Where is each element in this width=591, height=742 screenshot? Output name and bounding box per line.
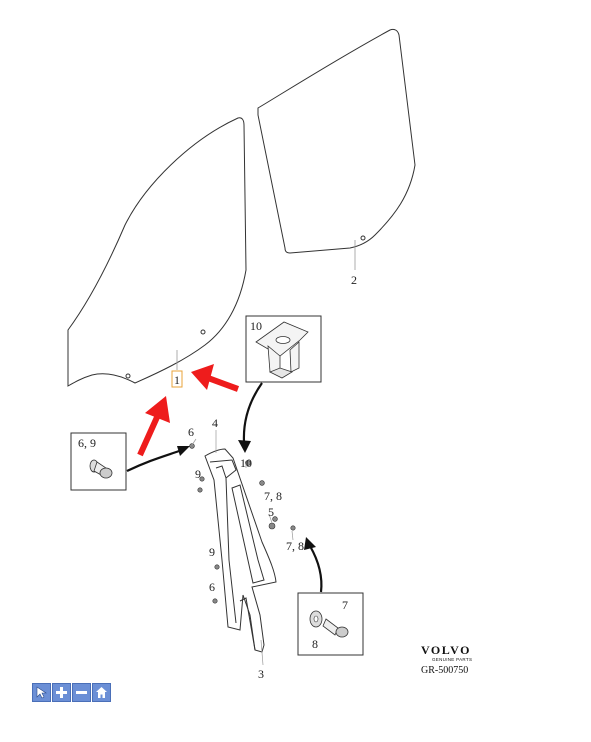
- callout-clip-label: 10: [250, 319, 262, 333]
- brand-logo: VOLVO GENUINE PARTS: [421, 643, 472, 662]
- brand-subtitle: GENUINE PARTS: [432, 657, 472, 662]
- part-label-1: 1: [174, 373, 180, 387]
- hardware-screws: [189, 443, 296, 604]
- part-label-3: 3: [258, 667, 264, 681]
- zoom-out-icon: [76, 691, 87, 694]
- brand-name: VOLVO: [421, 643, 471, 657]
- window-channel-assembly: [204, 448, 277, 653]
- zoom-in-button[interactable]: [52, 683, 71, 702]
- rear-quarter-glass: [257, 28, 416, 254]
- clip-icon: [255, 321, 309, 379]
- part-label-2: 2: [351, 273, 357, 287]
- highlight-arrow-right: [191, 364, 240, 392]
- part-label-10-main: 10: [240, 456, 252, 470]
- leader-lines: [191, 430, 294, 666]
- callout-arrowhead-washer: [304, 537, 316, 550]
- viewer-toolbar: [32, 683, 111, 702]
- callout-bolt-label: 6, 9: [78, 436, 96, 450]
- zoom-out-button[interactable]: [72, 683, 91, 702]
- part-label-9-top: 9: [195, 467, 201, 481]
- callout-arrowhead-bolt: [177, 446, 190, 456]
- front-door-glass: [67, 117, 247, 387]
- diagram-reference: GR-500750: [421, 665, 468, 676]
- washer-icon: [309, 610, 323, 628]
- callout-arrowhead-clip: [238, 440, 251, 453]
- part-label-6-bottom: 6: [209, 580, 215, 594]
- callout-clip-box: 10: [245, 315, 322, 383]
- bolt-icon: [89, 459, 113, 479]
- callout-arrow-washer: [309, 545, 323, 593]
- highlight-arrow-up: [137, 396, 170, 457]
- part-label-6-top: 6: [188, 425, 194, 439]
- part-label-78-top: 7, 8: [264, 489, 282, 503]
- callout-bolt-box: 6, 9: [70, 432, 127, 491]
- home-icon: [96, 687, 107, 698]
- callout-label-7: 7: [342, 598, 348, 612]
- pointer-button[interactable]: [32, 683, 51, 702]
- callout-arrow-clip: [242, 382, 263, 443]
- part-label-5: 5: [268, 505, 274, 519]
- callout-label-8: 8: [312, 637, 318, 651]
- part-1-highlight-box: [171, 370, 183, 388]
- home-button[interactable]: [92, 683, 111, 702]
- zoom-in-icon: [56, 687, 67, 698]
- callout-arrow-bolt: [126, 448, 183, 472]
- part-label-78-bottom: 7, 8: [286, 539, 304, 553]
- part-label-9-bottom: 9: [209, 545, 215, 559]
- bolt-7-icon: [322, 618, 349, 638]
- part-label-4: 4: [212, 416, 218, 430]
- pointer-icon: [36, 686, 47, 699]
- callout-washer-bolt-box: 7 8: [297, 592, 364, 656]
